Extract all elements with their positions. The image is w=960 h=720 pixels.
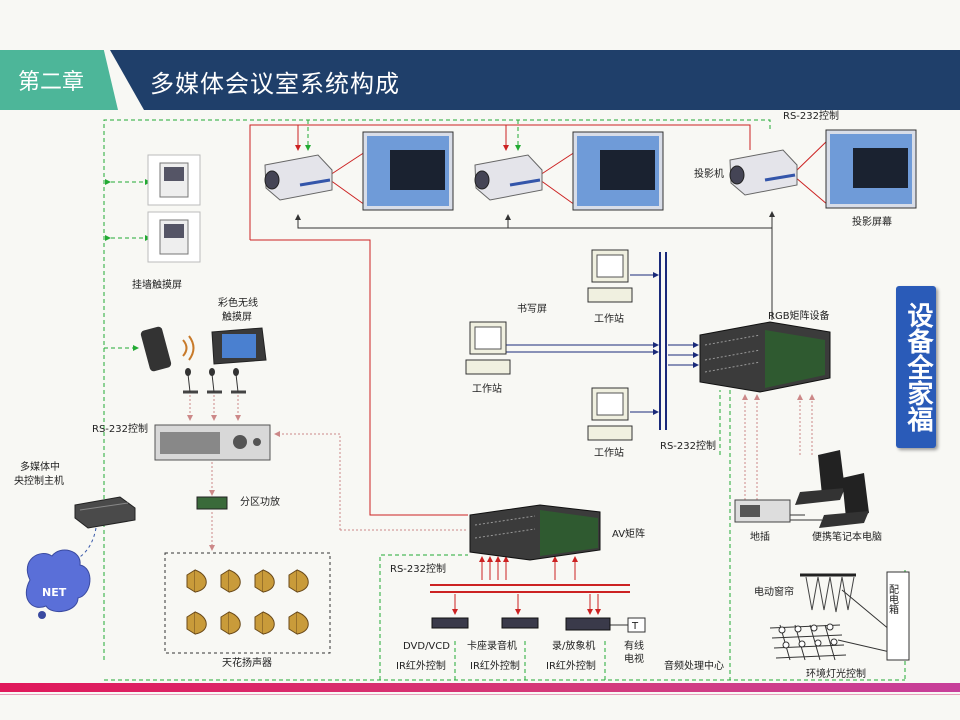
floor-box (734, 499, 791, 523)
label-workstation-mid: 工作站 (472, 382, 502, 395)
dvd-player (431, 617, 469, 629)
bottom-accent-line (0, 694, 960, 695)
label-av-matrix: AV矩阵 (612, 527, 645, 540)
remote-control (140, 326, 195, 372)
label-zone-amp: 分区功放 (240, 495, 280, 508)
ambient-lighting-grid (769, 623, 847, 661)
bottom-accent-bar (0, 683, 960, 692)
label-ir-3: IR红外控制 (546, 659, 596, 672)
connection-lines (59, 119, 906, 681)
label-cable-tv-1: 有线 (624, 639, 644, 652)
projector-3 (729, 149, 798, 196)
laptop-1 (795, 450, 845, 505)
label-rs232-top: RS-232控制 (783, 109, 839, 122)
label-projector: 投影机 (694, 167, 724, 180)
video-recorder (565, 617, 611, 631)
audio-mixer (154, 424, 271, 461)
header: 第二章 多媒体会议室系统构成 (0, 50, 960, 110)
label-wall-touch: 挂墙触摸屏 (132, 278, 182, 291)
projector-2 (474, 154, 543, 201)
power-distribution-box (886, 571, 910, 661)
label-ceiling-speakers: 天花扬声器 (222, 656, 272, 669)
label-floor-box: 地插 (750, 530, 770, 543)
laptop-2 (819, 473, 869, 528)
tv-box: T (627, 617, 646, 633)
central-control-host (74, 496, 136, 529)
label-ir-1: IR红外控制 (396, 659, 446, 672)
electric-curtain (800, 573, 856, 613)
wireless-touch-panel (211, 327, 267, 365)
projector-screen-3 (825, 129, 917, 209)
label-color-wireless-1: 彩色无线 (218, 296, 258, 309)
wall-touch-screen-2 (147, 211, 201, 263)
label-net: NET (42, 586, 67, 599)
chapter-label: 第二章 (18, 70, 85, 95)
label-workstation-bottom: 工作站 (594, 446, 624, 459)
label-power-box: 配电箱 (887, 584, 899, 615)
label-color-wireless-2: 触摸屏 (222, 310, 252, 323)
title-bar (110, 50, 960, 110)
zone-amplifier (196, 496, 228, 510)
label-audio-center: 音频处理中心 (664, 659, 724, 672)
workstation-top (587, 249, 633, 303)
microphones (183, 368, 246, 394)
label-rs232-bottom: RS-232控制 (390, 562, 446, 575)
label-curtain: 电动窗帘 (754, 585, 794, 598)
diagram-labels: RS-232控制 投影机 投影屏幕 挂墙触摸屏 彩色无线 触摸屏 书写屏 工作站… (14, 109, 899, 680)
tv-box-label: T (631, 621, 639, 632)
label-cable-tv-2: 电视 (624, 652, 644, 665)
workstation-middle (465, 321, 511, 375)
badge-text: 设备全家福 (903, 302, 933, 432)
label-lighting: 环境灯光控制 (806, 667, 866, 680)
label-dvd: DVD/VCD (403, 641, 450, 652)
workstation-bottom (587, 387, 633, 441)
rgb-matrix-device (699, 321, 831, 393)
av-matrix-device (469, 504, 601, 561)
projector-screen-1 (362, 131, 454, 211)
ceiling-speakers (164, 552, 331, 654)
page-title: 多媒体会议室系统构成 (150, 70, 400, 98)
label-recorder: 录/放象机 (552, 639, 595, 652)
label-rgb-matrix: RGB矩阵设备 (768, 309, 830, 322)
projector-1 (264, 154, 333, 201)
cassette-recorder (501, 617, 539, 629)
label-laptop: 便携笔记本电脑 (812, 530, 882, 543)
label-host-2: 央控制主机 (14, 474, 64, 487)
wall-touch-screen-1 (147, 154, 201, 206)
label-ir-2: IR红外控制 (470, 659, 520, 672)
label-workstation-top: 工作站 (594, 312, 624, 325)
projector-screen-2 (572, 131, 664, 211)
equipment-badge: 设备全家福 (896, 286, 936, 448)
label-cassette: 卡座录音机 (467, 639, 517, 652)
net-cloud (25, 549, 91, 619)
label-rs232-mid: RS-232控制 (660, 439, 716, 452)
label-host-1: 多媒体中 (20, 460, 60, 473)
chapter-tab (0, 50, 118, 110)
label-projector-screen: 投影屏幕 (852, 215, 892, 228)
label-rs232-left: RS-232控制 (92, 422, 148, 435)
label-writing-screen: 书写屏 (517, 303, 547, 315)
